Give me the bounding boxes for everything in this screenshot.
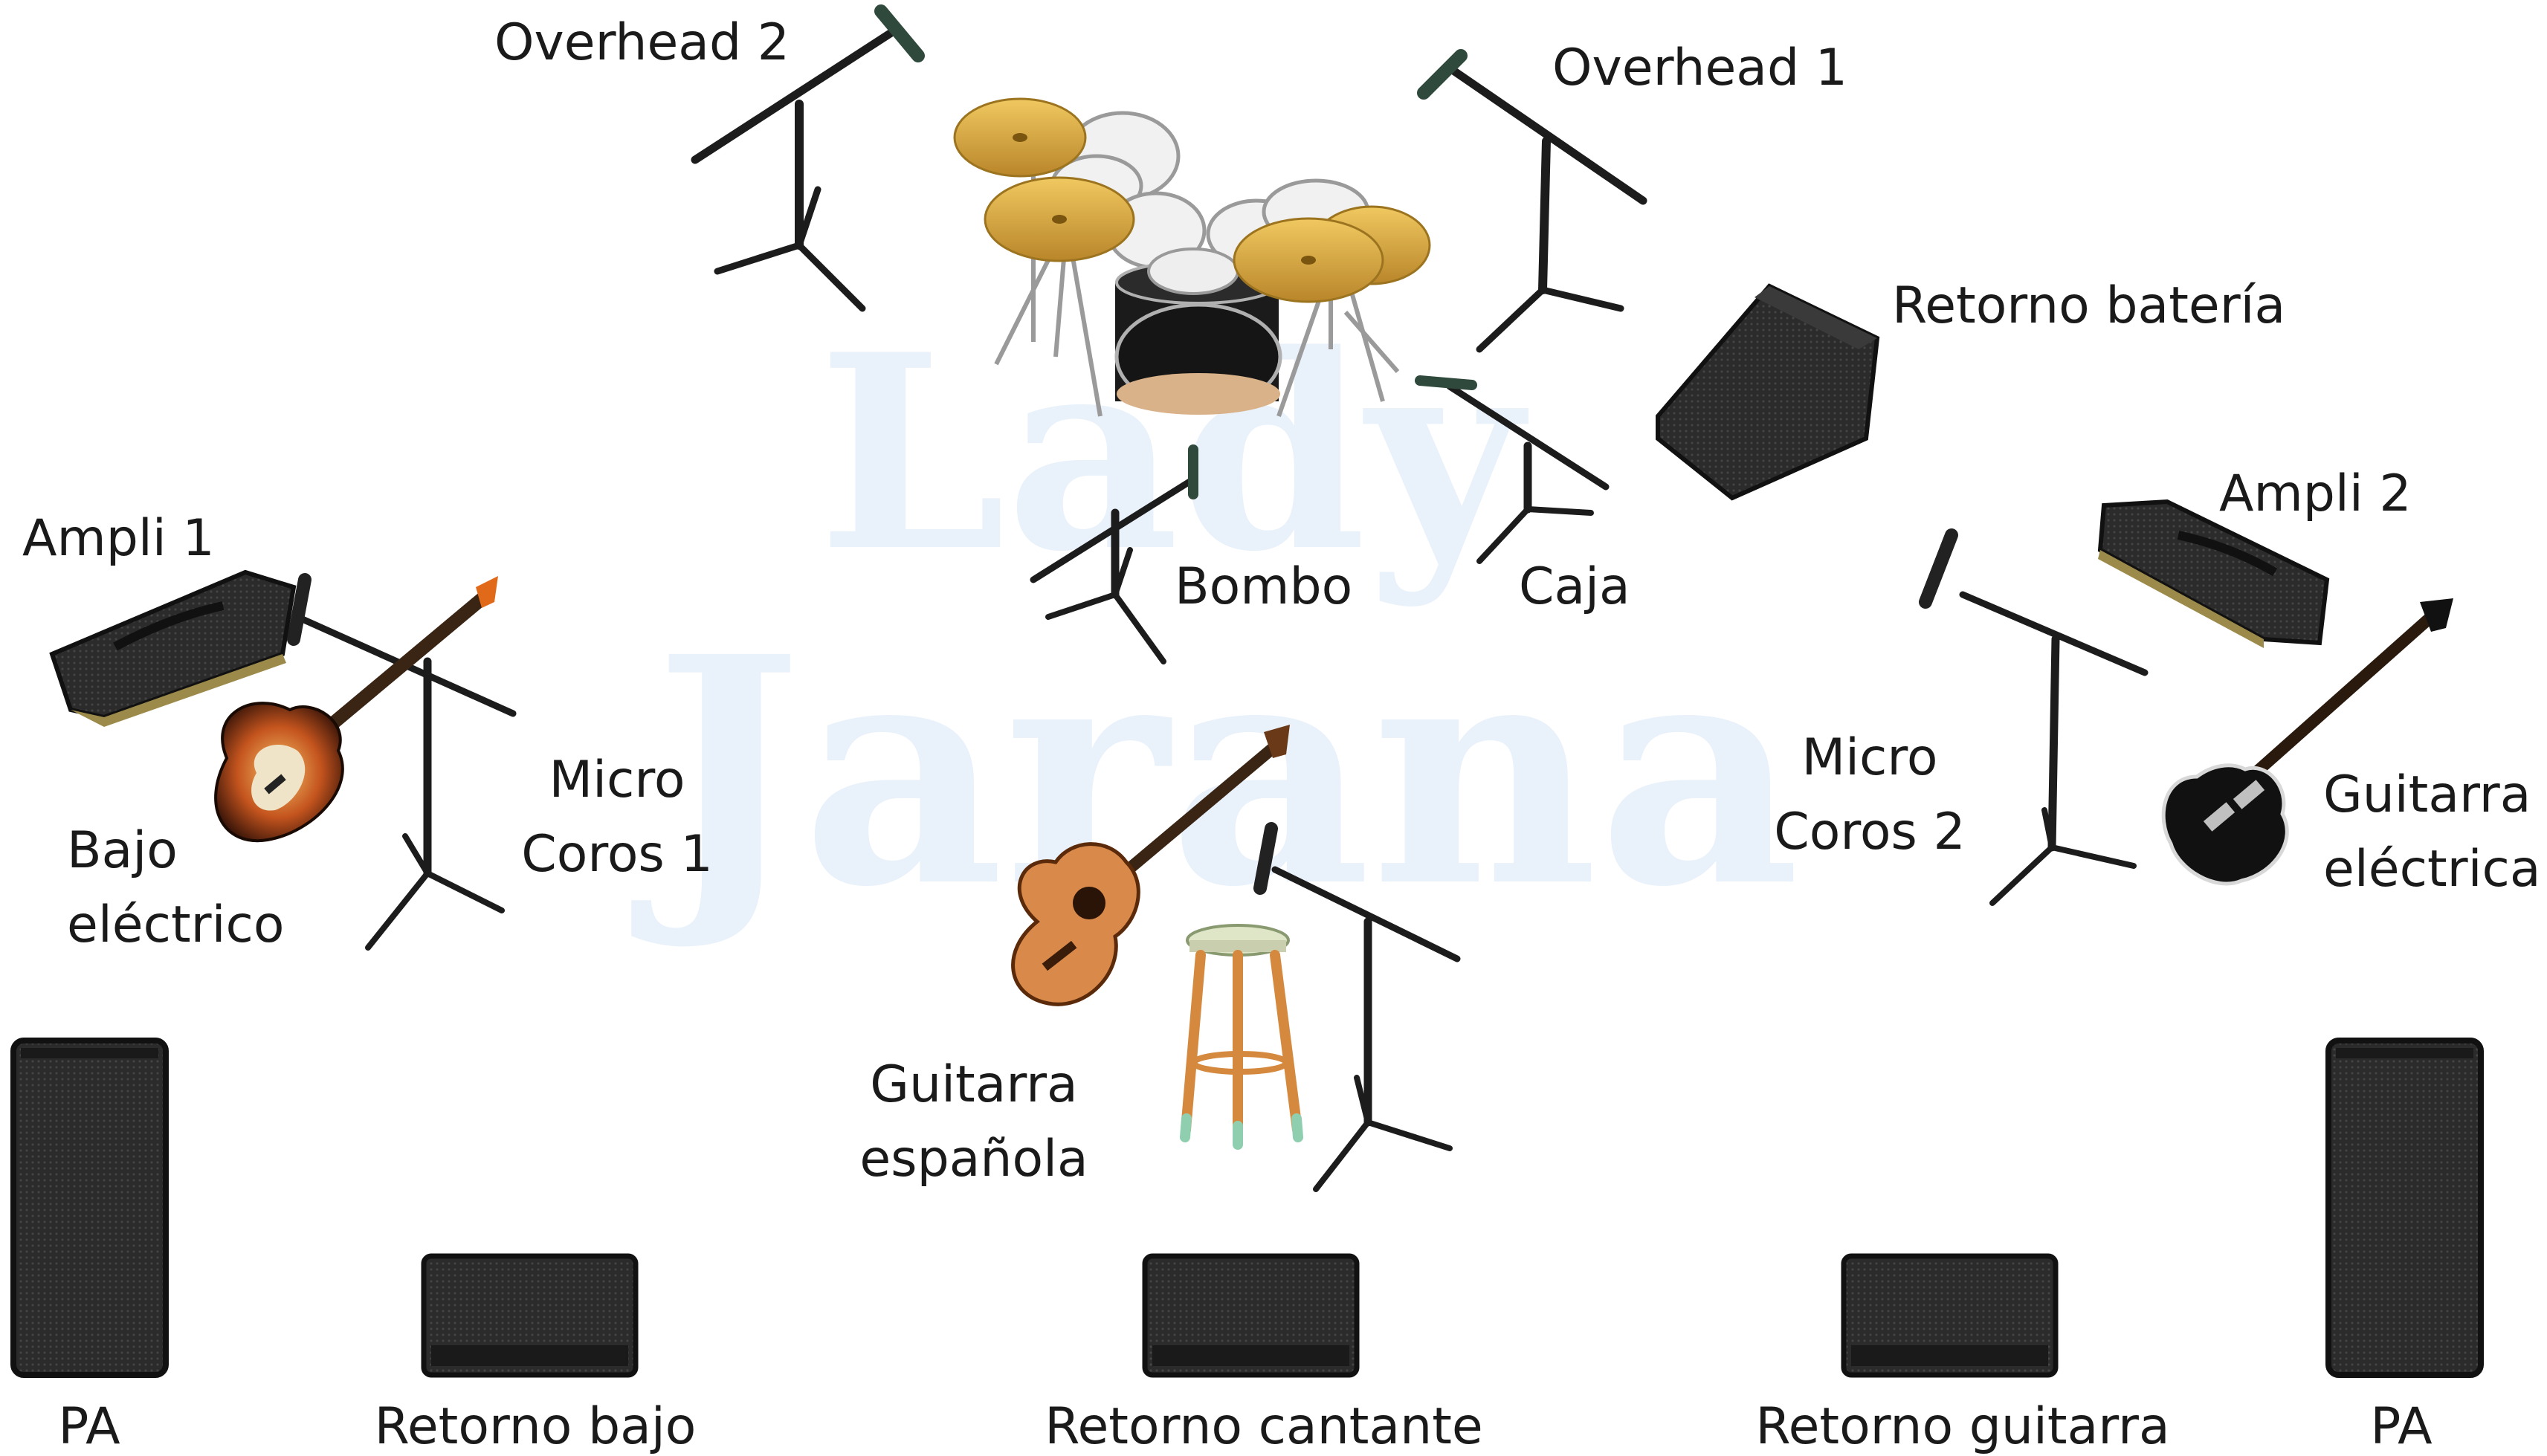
wedge-monitor-guitarra-icon [1841,1253,2059,1378]
micro-coros2-stand-icon [1919,528,2149,906]
pa-left-speaker-icon [10,1038,169,1378]
label-pa-right: PA [2370,1397,2433,1456]
electric-bass-icon [214,576,498,843]
amp2-icon [2097,499,2330,648]
amp1-icon [49,569,297,727]
wedge-monitor-cantante-icon [1142,1253,1360,1378]
pa-right-speaker-icon [2325,1038,2484,1378]
drum-monitor-icon [1656,283,1880,501]
label-overhead2: Overhead 2 [494,13,790,72]
label-retorno-bajo: Retorno bajo [374,1397,697,1456]
label-pa-left: PA [58,1397,120,1456]
singer-mic-stand-icon [1253,822,1461,1192]
label-ampli2: Ampli 2 [2219,465,2412,523]
kick-mic-stand-icon [1030,444,1198,664]
drum-kit-icon [953,97,1431,417]
watermark-jarana: Jarana [654,589,1801,956]
overhead1-mic-stand-icon [1417,49,1647,353]
label-overhead1: Overhead 1 [1552,39,1848,97]
overhead2-mic-stand-icon [691,4,925,312]
label-retorno-cantante: Retorno cantante [1045,1397,1483,1456]
label-caja: Caja [1519,557,1630,616]
spanish-guitar-icon [1011,725,1290,1006]
snare-mic-stand-icon [1415,375,1610,564]
label-retorno-bateria: Retorno batería [1892,276,2286,335]
label-ampli1: Ampli 1 [22,509,215,568]
label-bombo: Bombo [1175,557,1353,616]
label-retorno-guitarra: Retorno guitarra [1755,1397,2170,1456]
electric-guitar-icon [2161,598,2453,886]
wedge-monitor-bajo-icon [421,1253,639,1378]
bar-stool-icon [1180,924,1303,1150]
